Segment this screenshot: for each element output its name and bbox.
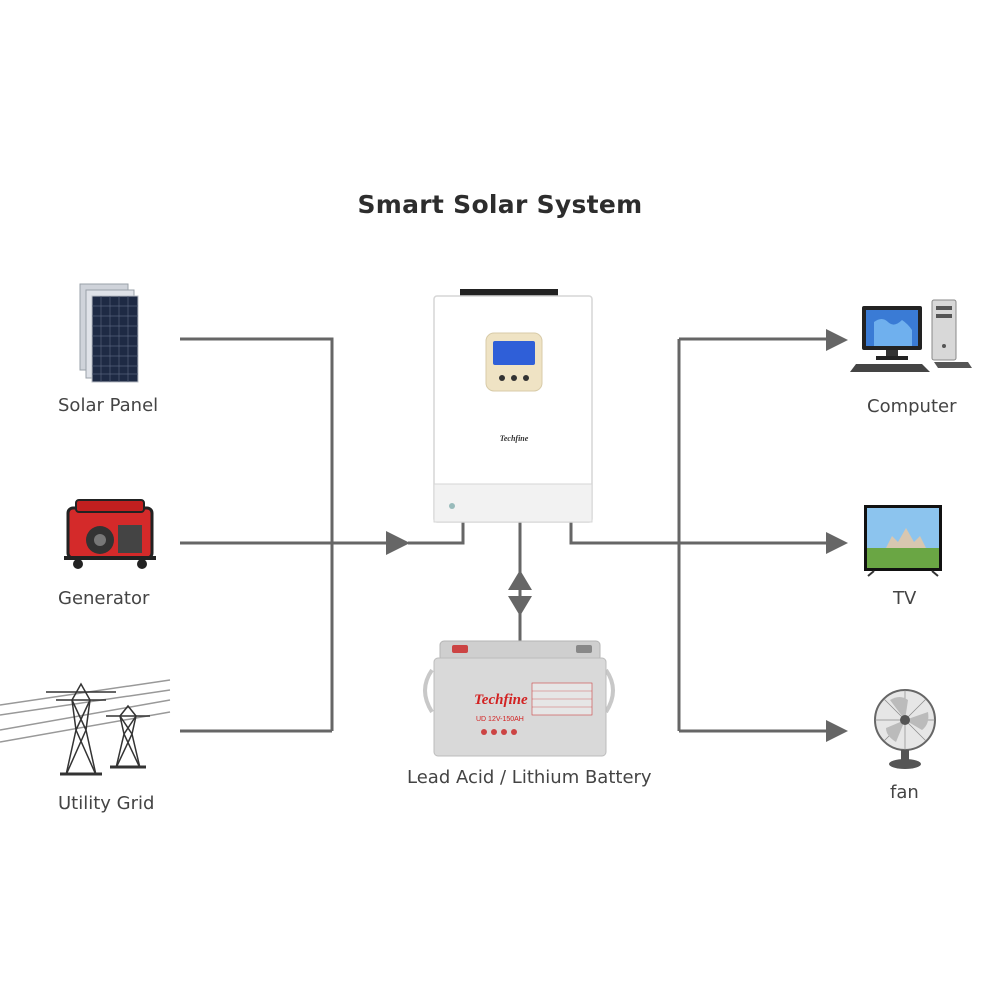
- input-bus-lines: [180, 337, 465, 733]
- fan-icon: [874, 689, 936, 769]
- lcd-screen: [493, 341, 535, 365]
- fan-label: fan: [890, 782, 919, 803]
- fan-arrow-icon: [826, 720, 848, 742]
- inverter-input-line: [408, 522, 465, 545]
- inverter-unit: Techfine: [433, 289, 593, 523]
- input-arrow-icon: [386, 531, 410, 555]
- tv-label: TV: [893, 588, 917, 609]
- computer-icon: [850, 299, 972, 372]
- solar-panel-icon: [79, 283, 139, 383]
- tv-icon: [864, 505, 942, 577]
- solar-panel-label: Solar Panel: [58, 395, 159, 416]
- generator-label: Generator: [58, 588, 150, 609]
- computer-arrow-icon: [826, 329, 848, 351]
- battery-link: [508, 522, 532, 643]
- computer-label: Computer: [867, 396, 957, 417]
- generator-icon: [64, 499, 156, 569]
- diagram-title: Smart Solar System: [357, 190, 643, 219]
- inverter-output-line: [569, 522, 832, 545]
- battery-brand-logo: Techfine: [474, 692, 528, 708]
- battery-unit: Techfine UD 12V-150AH: [423, 640, 615, 757]
- utility-grid-icon: [0, 679, 171, 776]
- output-bus-lines: [569, 337, 832, 733]
- tv-arrow-icon: [826, 532, 848, 554]
- arrow-down-icon: [508, 596, 532, 616]
- utility-grid-label: Utility Grid: [58, 793, 155, 814]
- arrow-up-icon: [508, 570, 532, 590]
- battery-model: UD 12V-150AH: [476, 716, 524, 723]
- inverter-brand-logo: Techfine: [500, 434, 529, 443]
- battery-label: Lead Acid / Lithium Battery: [407, 767, 652, 788]
- solar-line: [180, 337, 334, 731]
